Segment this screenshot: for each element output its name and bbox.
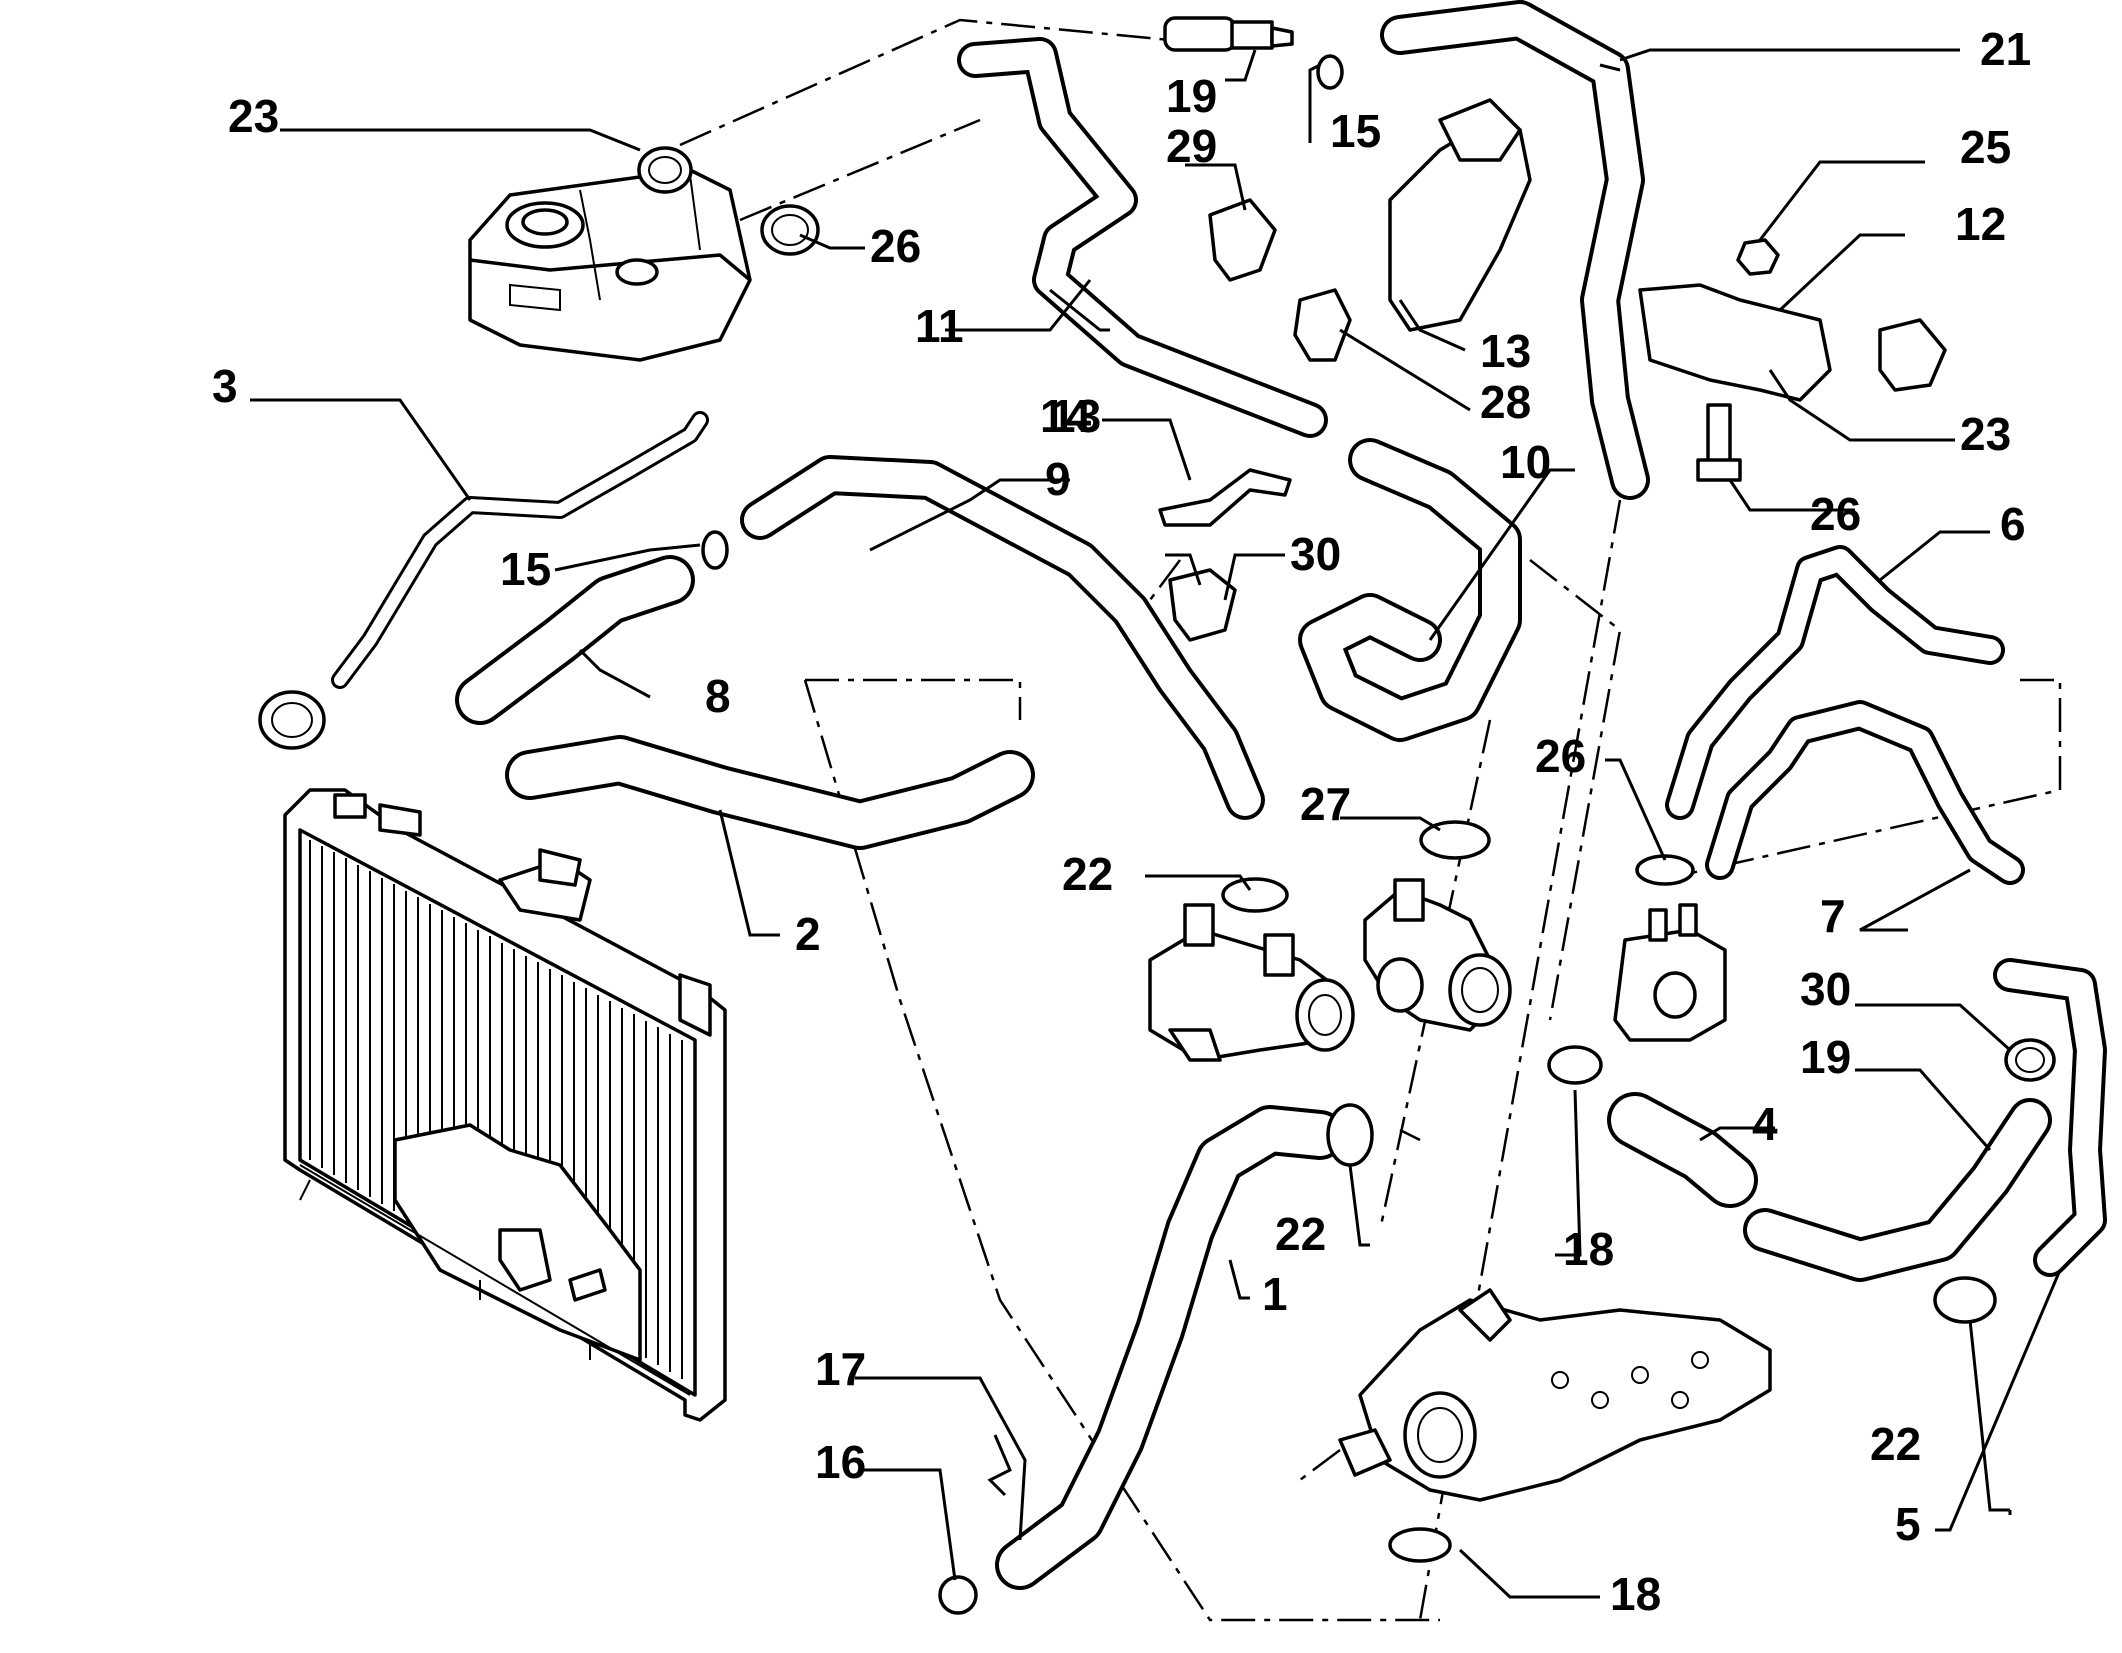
callout-label: 3 xyxy=(212,360,238,412)
oil-cooler xyxy=(1613,903,1727,1042)
bracket-13 xyxy=(1388,98,1532,332)
bolt-25 xyxy=(1696,403,1742,482)
thermostat-housing xyxy=(1363,878,1512,1032)
hose-21 xyxy=(1743,1098,2052,1282)
callout-label: 27 xyxy=(1300,778,1351,830)
clamp-3 xyxy=(258,690,326,750)
hose-4 xyxy=(1607,1092,1758,1208)
clamp-18-top xyxy=(1547,1045,1603,1085)
callout-label: 13 xyxy=(1050,390,1101,442)
clip-29-top xyxy=(1208,198,1277,282)
o-ring-16 xyxy=(938,1575,978,1615)
clip-15-top xyxy=(1316,54,1344,90)
bracket-14 xyxy=(1158,468,1292,527)
hose-8 xyxy=(455,555,695,725)
hose-5 xyxy=(1993,958,2107,1277)
ring-30 xyxy=(2004,1038,2056,1082)
clamp-22-pump xyxy=(1933,1276,1997,1324)
callout-label: 4 xyxy=(1752,1098,1778,1150)
clip-17 xyxy=(987,1434,1012,1497)
callout-label: 26 xyxy=(870,220,921,272)
callout-label: 25 xyxy=(1960,121,2011,173)
expansion-tank xyxy=(468,168,752,362)
clip-28 xyxy=(1293,288,1352,362)
callout-label: 7 xyxy=(1820,890,1846,942)
callout-label: 23 xyxy=(228,90,279,142)
hose-6 xyxy=(1665,545,2005,820)
callout-label: 15 xyxy=(500,543,551,595)
clamp-22-egr xyxy=(1221,877,1289,913)
callout-label: 15 xyxy=(1330,105,1381,157)
clamp-27 xyxy=(1419,820,1491,860)
clip-29 xyxy=(1168,568,1237,642)
callout-label: 19 xyxy=(1800,1031,1851,1083)
clamp-26-top xyxy=(760,204,820,256)
callout-label: 10 xyxy=(1500,436,1551,488)
clamp-18 xyxy=(1388,1527,1452,1563)
clamp-22-hose-1 xyxy=(1326,1103,1374,1167)
clamp-26 xyxy=(1635,854,1695,886)
callout-label: 26 xyxy=(1535,730,1586,782)
callout-label: 28 xyxy=(1480,376,1531,428)
callout-label: 30 xyxy=(1290,528,1341,580)
radiator-core-fins xyxy=(309,840,683,1379)
callout-label: 30 xyxy=(1800,963,1851,1015)
callout-label: 6 xyxy=(2000,498,2026,550)
callout-label: 26 xyxy=(1810,488,1861,540)
nut-24 xyxy=(1736,238,1780,276)
callout-label: 21 xyxy=(1980,23,2031,75)
egr-cooler xyxy=(1148,903,1355,1062)
callout-label: 22 xyxy=(1870,1418,1921,1470)
pipe-3 xyxy=(331,411,709,689)
callout-labels: 23 26 3 15 11 13 9 8 2 19 15 29 21 25 12… xyxy=(212,23,2031,1620)
callout-label: 18 xyxy=(1563,1223,1614,1275)
hose-1 xyxy=(995,1105,1345,1590)
clip-23 xyxy=(1878,318,1947,392)
hose-19 xyxy=(1380,0,1650,500)
clamp-27-top xyxy=(637,146,693,194)
callout-label: 2 xyxy=(795,908,821,960)
callout-label: 9 xyxy=(1045,453,1071,505)
callout-label: 11 xyxy=(915,300,964,352)
callout-label: 29 xyxy=(1166,120,1217,172)
callout-label: 8 xyxy=(705,670,731,722)
hose-7 xyxy=(1705,700,2025,885)
callout-label: 1 xyxy=(1262,1268,1288,1320)
callout-label: 18 xyxy=(1610,1568,1661,1620)
hose-9 xyxy=(740,455,1265,820)
callout-label: 5 xyxy=(1895,1498,1921,1550)
callout-label: 22 xyxy=(1275,1208,1326,1260)
water-pump-housing xyxy=(1338,1288,1772,1502)
callout-label: 16 xyxy=(815,1436,866,1488)
sensor-20 xyxy=(1163,16,1294,52)
callout-label: 17 xyxy=(815,1343,866,1395)
callout-label: 23 xyxy=(1960,408,2011,460)
callout-label: 13 xyxy=(1480,325,1531,377)
callout-label: 19 xyxy=(1166,70,1217,122)
hose-11 xyxy=(957,37,1328,438)
bracket-12 xyxy=(1638,283,1832,402)
callout-label: 12 xyxy=(1955,198,2006,250)
leader-lines xyxy=(250,48,2062,1599)
radiator xyxy=(283,788,727,1422)
callout-label: 22 xyxy=(1062,848,1113,900)
clip-15 xyxy=(701,530,729,570)
callout-label: 14 xyxy=(1040,390,1092,442)
hose-2 xyxy=(505,735,1035,850)
hose-10 xyxy=(1298,438,1522,742)
